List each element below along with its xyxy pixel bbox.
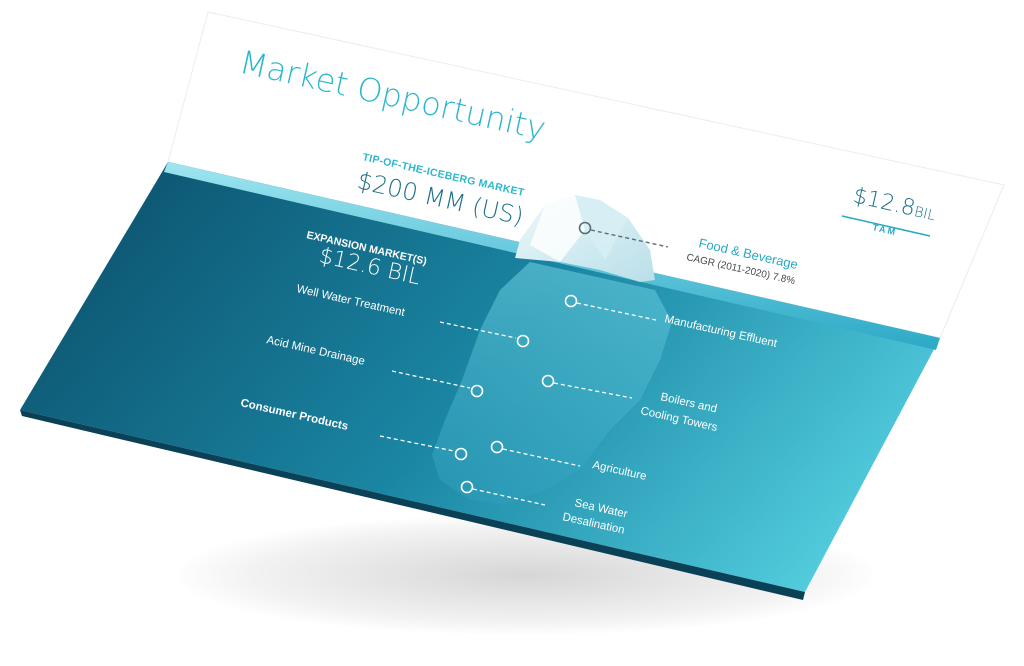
consumer-products-connector <box>379 435 455 452</box>
iceberg-facet-light <box>530 195 585 262</box>
food-beverage-marker <box>578 221 592 235</box>
tam-underline <box>841 215 931 237</box>
manufacturing-marker <box>564 294 578 308</box>
food-beverage-connector <box>590 229 669 248</box>
acid-mine-marker <box>470 384 484 398</box>
agriculture-marker <box>490 440 504 454</box>
iceberg-facet <box>575 195 628 260</box>
boilers-connector <box>553 382 633 399</box>
desalination-marker <box>460 480 474 494</box>
slide-card-edge <box>20 410 805 600</box>
acid-mine-connector <box>391 370 471 389</box>
consumer-products-marker <box>454 447 468 461</box>
well-water-connector <box>439 321 517 339</box>
well-water-marker <box>516 334 530 348</box>
boilers-marker <box>541 374 555 388</box>
desalination-connector <box>472 488 546 506</box>
agriculture-connector <box>502 448 581 467</box>
